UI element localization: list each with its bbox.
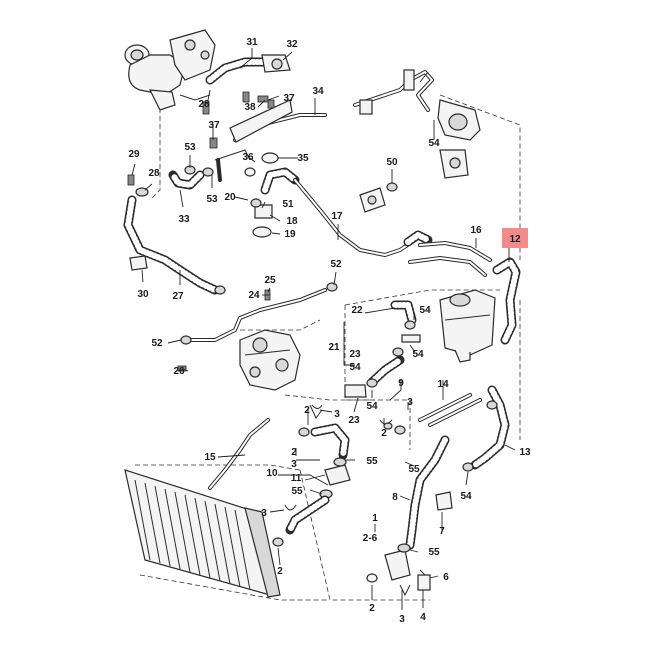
thermostat-housing [239, 329, 301, 391]
callout-50: 50 [386, 157, 398, 168]
callout-2-6: 2-6 [363, 533, 378, 544]
callout-53-a: 53 [184, 142, 196, 153]
hose-13 [462, 385, 510, 472]
callout-1: 1 [372, 513, 378, 524]
callout-28: 28 [198, 99, 210, 110]
callout-38: 38 [244, 102, 256, 113]
hose-31 [205, 54, 291, 85]
callout-22: 22 [351, 305, 363, 316]
callout-34: 34 [312, 86, 324, 97]
callout-10: 10 [266, 468, 278, 479]
part-50-bracket [359, 182, 398, 213]
callout-55-d: 55 [428, 547, 440, 558]
callout-54-e: 54 [460, 491, 472, 502]
callout-4: 4 [420, 612, 426, 623]
callout-2-b: 2 [381, 428, 387, 439]
callout-52-b: 52 [151, 338, 163, 349]
callout-55-c: 55 [291, 486, 303, 497]
callout-33: 33 [178, 214, 190, 225]
pipe-16 [408, 241, 492, 277]
callout-27: 27 [172, 291, 184, 302]
callout-17: 17 [331, 211, 343, 222]
callout-3-d: 3 [261, 508, 267, 519]
callout-3-e: 3 [399, 614, 405, 625]
callout-13: 13 [519, 447, 531, 458]
callout-20: 20 [224, 192, 236, 203]
callout-3-c: 3 [291, 459, 297, 470]
hose-22 [390, 300, 421, 357]
highlight-label: 12 [509, 234, 521, 245]
parts-2-6-connector [366, 543, 431, 597]
callout-35: 35 [297, 153, 309, 164]
callout-55-b: 55 [408, 464, 420, 475]
clamp-parts [284, 404, 406, 511]
callout-2-d: 2 [277, 566, 283, 577]
callout-29: 29 [128, 149, 140, 160]
callout-52: 52 [330, 259, 342, 270]
callout-9: 9 [398, 378, 404, 389]
callout-54-d: 54 [366, 401, 378, 412]
highlight-box [502, 228, 528, 248]
callout-54-b: 54 [419, 305, 431, 316]
callout-19: 19 [284, 229, 296, 240]
hose-8 [405, 435, 453, 550]
highlighted-part-callout[interactable]: 12 [502, 228, 528, 248]
auxiliary-water-pump-part [437, 99, 481, 179]
callout-2-c: 2 [291, 447, 297, 458]
callout-14: 14 [437, 379, 449, 390]
callout-3-b: 3 [407, 397, 413, 408]
hose-33 [168, 165, 214, 190]
callout-15: 15 [204, 452, 216, 463]
part-14-rods [418, 393, 482, 427]
hose-10 [285, 404, 351, 535]
hose-23 [344, 355, 405, 398]
callout-23-b: 23 [348, 415, 360, 426]
callout-2-e: 2 [369, 603, 375, 614]
hose-17 [260, 167, 433, 257]
callout-53-b: 53 [206, 194, 218, 205]
callout-2-a: 2 [304, 405, 310, 416]
callout-11: 11 [291, 473, 302, 484]
callout-37: 37 [283, 93, 295, 104]
callout-54-a: 54 [428, 138, 440, 149]
callout-55-a: 55 [366, 456, 378, 467]
callout-30: 30 [137, 289, 149, 300]
callout-28-b: 28 [148, 168, 160, 179]
callout-54-c: 54 [349, 362, 361, 373]
callout-labels: 31 32 28 38 37 34 37 54 53 36 35 29 28 5… [128, 37, 531, 625]
callout-24: 24 [248, 290, 260, 301]
hose-12 [492, 257, 521, 345]
callout-23: 23 [349, 349, 361, 360]
pipe-15 [208, 418, 270, 490]
pipe-top-right [353, 69, 434, 115]
callout-16: 16 [470, 225, 482, 236]
callout-21: 21 [328, 342, 340, 353]
callout-31: 31 [246, 37, 258, 48]
callout-7: 7 [439, 526, 445, 537]
callout-32: 32 [286, 39, 298, 50]
callout-8: 8 [392, 492, 398, 503]
callout-6: 6 [443, 572, 449, 583]
callout-18: 18 [286, 216, 298, 227]
callout-26: 26 [173, 366, 185, 377]
parts-18-19-51 [250, 198, 273, 238]
expansion-tank [439, 289, 496, 363]
pipe-34 [214, 99, 327, 182]
callout-25: 25 [264, 275, 276, 286]
callout-54-c2: 54 [412, 349, 424, 360]
callout-36: 36 [242, 152, 254, 163]
radiator [124, 469, 284, 598]
leader-lines [131, 48, 516, 610]
turbocharger-part [124, 29, 216, 111]
callout-37-b: 37 [208, 120, 220, 131]
callout-51: 51 [282, 199, 294, 210]
callout-3-a: 3 [334, 409, 340, 420]
